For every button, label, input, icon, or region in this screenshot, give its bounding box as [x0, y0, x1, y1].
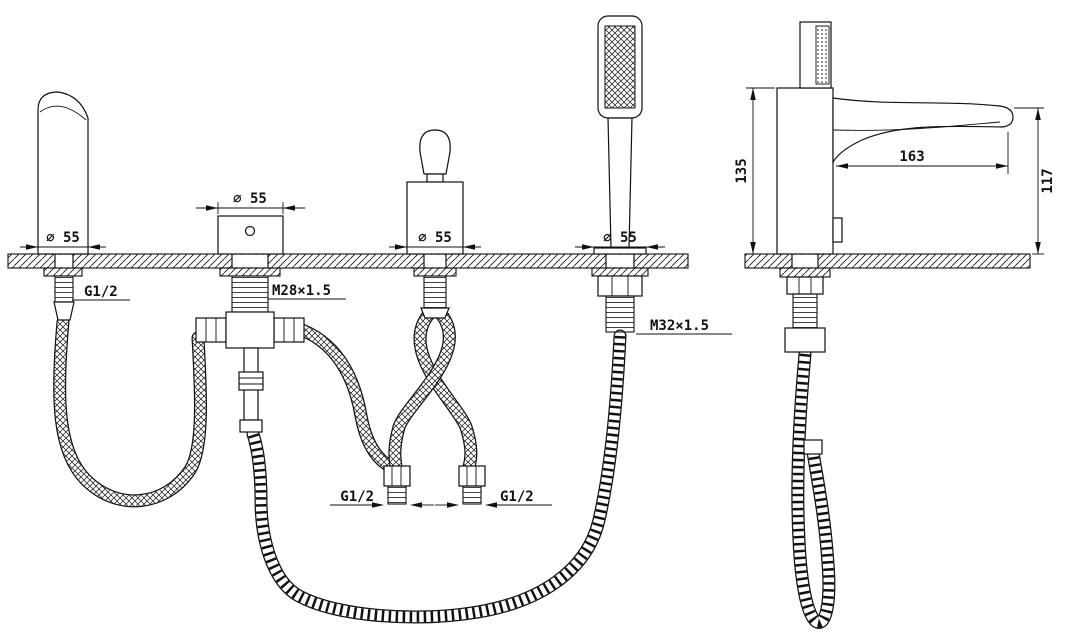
- deck-front: [7, 253, 689, 269]
- inlet-left-label: G1/2: [340, 489, 374, 505]
- dim-spout-reach: 163: [836, 132, 1009, 174]
- shower-diameter-label: ∅ 55: [603, 230, 637, 246]
- dim-spout-diameter: ∅ 55: [20, 230, 106, 250]
- label-inlet-left: G1/2: [330, 489, 434, 508]
- dim-spout-tip-height: 117: [1014, 107, 1056, 255]
- spout-thread-label: G1/2: [84, 284, 118, 300]
- shower-coil-hose-side: [791, 347, 836, 629]
- inlet-right-label: G1/2: [500, 489, 534, 505]
- braided-hose-diverter-left: [413, 307, 478, 474]
- label-shower-thread: M32×1.5: [636, 318, 732, 335]
- valve-handle-screw: [244, 225, 256, 237]
- valve-handle-front: [217, 215, 284, 255]
- shower-head-side-texture: [815, 25, 830, 85]
- spout-side-profile: [832, 97, 1014, 165]
- diverter-underdeck-assembly: [413, 267, 457, 319]
- spout-tip-height-label: 117: [1040, 168, 1056, 193]
- braided-hose-spout-loop: [53, 315, 208, 508]
- spout-tail-fitting: [43, 267, 83, 321]
- dim-body-height: 135: [734, 87, 775, 254]
- inlet-tail-right: [458, 465, 486, 505]
- spout-front: [37, 91, 89, 255]
- dim-diverter-diameter: ∅ 55: [389, 230, 481, 250]
- deck-shank-cutouts: [54, 254, 635, 268]
- shower-spray-face: [604, 25, 636, 109]
- side-view: 135 163 117: [734, 21, 1056, 629]
- body-height-label: 135: [734, 158, 750, 183]
- inlet-tail-left: [383, 465, 411, 505]
- dim-shower-diameter: ∅ 55: [575, 230, 665, 250]
- spout-diameter-label: ∅ 55: [46, 230, 80, 246]
- shower-coil-hose-front: [246, 329, 627, 624]
- valve-diameter-label: ∅ 55: [233, 191, 267, 207]
- deck-side: [744, 253, 1031, 269]
- coil-hose-end-nut: [803, 439, 823, 455]
- diverter-knob: [419, 129, 451, 175]
- mixer-body-side: [776, 21, 1014, 255]
- diverter-diameter-label: ∅ 55: [418, 230, 452, 246]
- shower-escutcheon: [593, 247, 647, 255]
- valve-thread-label: M28×1.5: [272, 283, 331, 299]
- side-underdeck-assembly: [779, 267, 831, 353]
- diverter-front: [406, 129, 464, 255]
- label-inlet-right: G1/2: [435, 489, 552, 508]
- shower-handle-front: [607, 117, 633, 249]
- label-valve-thread: M28×1.5: [268, 283, 346, 300]
- body-side-detail: [832, 217, 843, 243]
- spout-reach-label: 163: [899, 149, 924, 165]
- label-spout-thread: G1/2: [72, 284, 130, 301]
- braided-hose-valve-right: [295, 323, 400, 475]
- valve-underdeck-assembly: [195, 267, 305, 433]
- coil-hose-valve-connector: [239, 419, 263, 433]
- braided-hose-diverter-right: [388, 307, 456, 474]
- shower-underdeck-assembly: [591, 267, 649, 333]
- dim-valve-diameter: ∅ 55: [196, 191, 305, 214]
- shower-thread-label: M32×1.5: [650, 318, 709, 334]
- hand-shower-front: [593, 15, 647, 255]
- front-view: ∅ 55 ∅ 55 ∅ 55 ∅ 55 G1/2 M28×1.5: [7, 15, 732, 624]
